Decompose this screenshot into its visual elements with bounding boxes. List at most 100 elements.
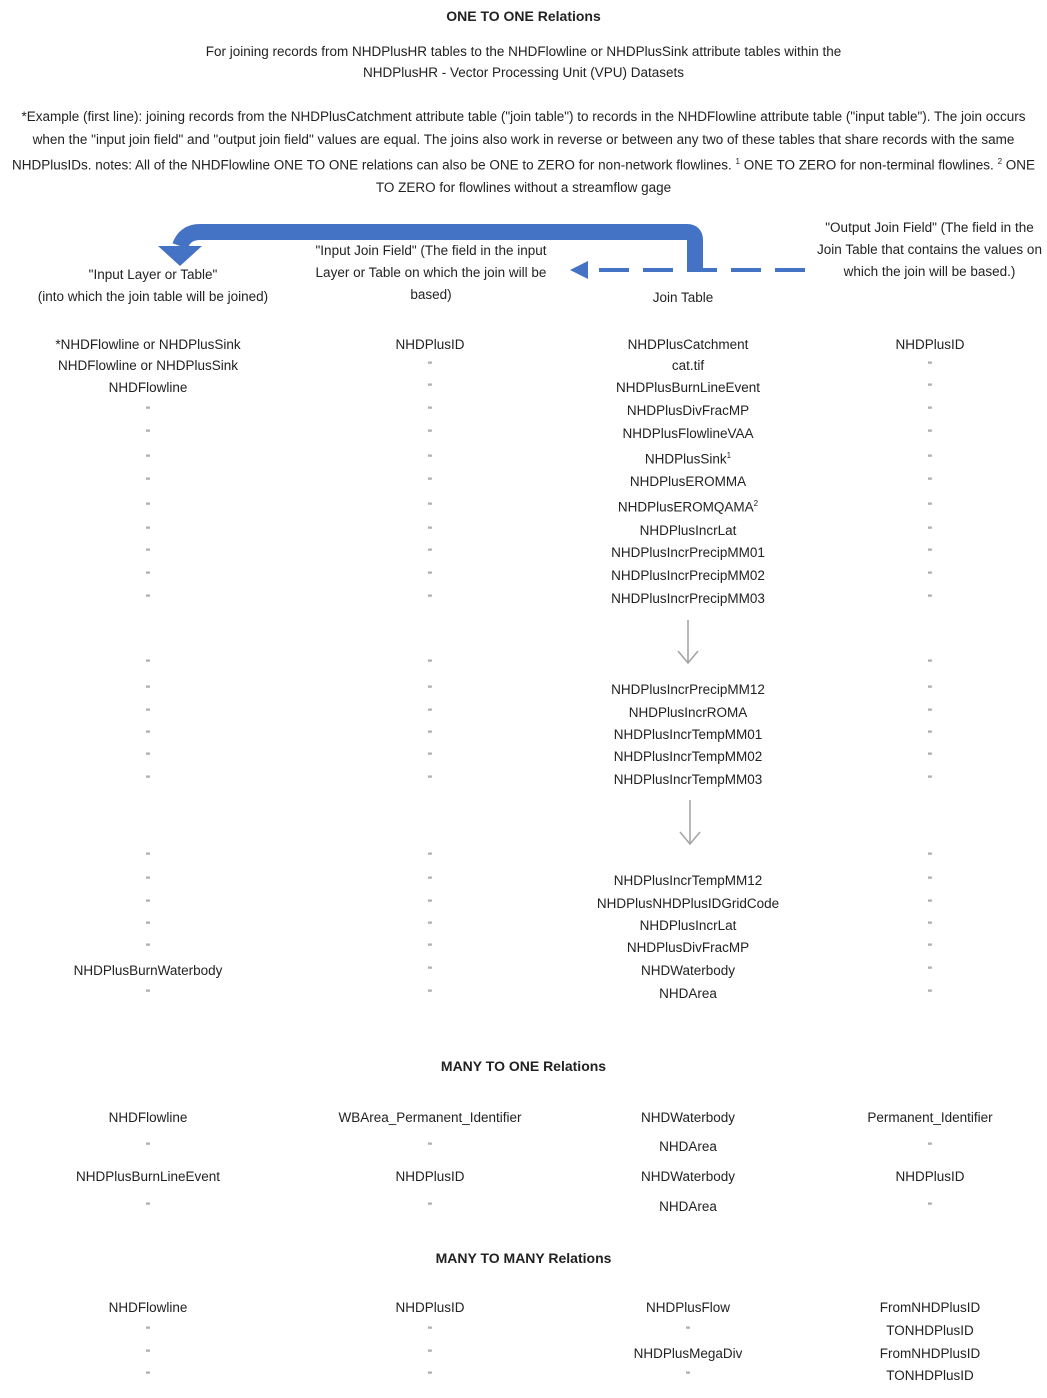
row-out-cell: " [928, 405, 932, 417]
row-input-cell: " [146, 658, 150, 670]
cell-text: " [428, 875, 432, 887]
cell-text: " [428, 1325, 432, 1337]
row-field-cell: NHDPlusID [395, 337, 464, 352]
cell-text: " [928, 547, 932, 559]
row-join-cell: NHDPlusIncrROMA [629, 705, 748, 720]
cell-text: " [928, 405, 932, 417]
cell-text: NHDPlusCatchment [627, 337, 749, 352]
cell-text: " [928, 658, 932, 670]
cell-text: " [146, 875, 150, 887]
cell-text: NHDPlusID [895, 337, 965, 352]
cell-text: " [428, 593, 432, 605]
row-input-cell: NHDFlowline [109, 1110, 188, 1125]
row-input-cell: " [146, 920, 150, 932]
cell-text: " [146, 920, 150, 932]
cell-text: " [428, 920, 432, 932]
cell-text: " [146, 501, 150, 513]
note1-text: ONE TO ZERO for non-terminal flowlines. [739, 157, 998, 173]
row-join-cell: NHDPlusBurnLineEvent [616, 380, 760, 395]
cell-text: " [146, 988, 150, 1000]
row-field-cell: " [428, 501, 432, 513]
cell-text: TONHDPlusID [886, 1368, 974, 1383]
row-field-cell: " [428, 525, 432, 537]
many-to-many-title: MANY TO MANY Relations [435, 1250, 612, 1266]
row-field-cell: " [428, 405, 432, 417]
row-field-cell: " [428, 428, 432, 440]
row-field-cell: " [428, 453, 432, 465]
cell-text: NHDPlusID [395, 1300, 465, 1315]
cell-text: " [686, 1370, 690, 1382]
cell-text: NHDPlusFlowlineVAA [622, 426, 754, 441]
cell-text: " [146, 428, 150, 440]
row-join-cell: NHDPlusIncrPrecipMM01 [611, 545, 765, 560]
row-input-cell: NHDPlusBurnWaterbody [74, 963, 223, 978]
row-out-cell: " [928, 570, 932, 582]
row-field-cell: NHDPlusID [395, 1169, 464, 1184]
row-out-cell: " [928, 875, 932, 887]
row-out-cell: " [928, 428, 932, 440]
row-field-cell: WBArea_Permanent_Identifier [338, 1110, 521, 1125]
cell-text: " [146, 751, 150, 763]
cell-text: " [928, 942, 932, 954]
cell-text: " [428, 751, 432, 763]
row-join-cell: NHDPlusIncrLat [640, 523, 737, 538]
row-join-cell: NHDWaterbody [641, 1169, 735, 1184]
row-out-cell: " [928, 965, 932, 977]
row-join-cell: NHDPlusMegaDiv [634, 1346, 743, 1361]
row-join-cell: cat.tif [672, 358, 704, 373]
row-out-cell: " [928, 525, 932, 537]
cell-text: " [428, 525, 432, 537]
cell-text: " [428, 476, 432, 488]
cell-text: " [146, 476, 150, 488]
cell-text: " [428, 942, 432, 954]
note1-mark: 1 [735, 157, 740, 166]
cell-text: " [146, 942, 150, 954]
cell-text: " [928, 428, 932, 440]
footnote-mark: 2 [753, 499, 759, 508]
cell-text: NHDArea [659, 1139, 717, 1154]
cell-text: NHDPlusIncrPrecipMM03 [611, 591, 765, 606]
cell-text: " [146, 570, 150, 582]
row-input-cell: " [146, 1141, 150, 1153]
row-field-cell: " [428, 875, 432, 887]
many-to-one-title: MANY TO ONE Relations [440, 1058, 607, 1074]
row-join-cell: NHDPlusCatchment [628, 337, 749, 352]
row-field-cell: " [428, 1348, 432, 1360]
cell-text: " [928, 920, 932, 932]
cell-text: " [146, 1370, 150, 1382]
row-join-cell: NHDPlusDivFracMP [627, 940, 749, 955]
row-input-cell: " [146, 988, 150, 1000]
row-out-cell: FromNHDPlusID [880, 1300, 981, 1315]
cell-text: " [146, 593, 150, 605]
header-output-join-field: "Output Join Field" (The field in the Jo… [817, 220, 1042, 279]
row-out-cell: " [928, 382, 932, 394]
cell-text: " [928, 988, 932, 1000]
row-field-cell: " [428, 360, 432, 372]
cell-text: " [428, 965, 432, 977]
cell-text: NHDArea [659, 986, 717, 1001]
row-field-cell: " [428, 476, 432, 488]
cell-text: " [428, 684, 432, 696]
cell-text: NHDPlusIncrLat [639, 523, 737, 538]
cell-text: NHDFlowline [108, 1300, 188, 1315]
row-field-cell: " [428, 898, 432, 910]
cell-text: " [146, 405, 150, 417]
cell-text: NHDPlusIncrLat [639, 918, 737, 933]
cell-text: NHDPlusIncrTempMM12 [613, 873, 763, 888]
cell-text: NHDPlusDivFracMP [626, 940, 750, 955]
row-field-cell: " [428, 1370, 432, 1382]
row-input-cell: " [146, 1201, 150, 1213]
cell-text: " [928, 851, 932, 863]
cell-text: NHDWaterbody [640, 1110, 736, 1125]
row-out-cell: " [928, 1141, 932, 1153]
cell-text: NHDPlusID [395, 337, 465, 352]
cell-text: NHDPlusDivFracMP [626, 403, 750, 418]
cell-text: " [428, 988, 432, 1000]
row-join-cell: NHDPlusIncrPrecipMM02 [611, 568, 765, 583]
row-field-cell: " [428, 1325, 432, 1337]
cell-text: " [928, 684, 932, 696]
row-join-cell: NHDArea [659, 1139, 717, 1154]
row-join-cell: NHDPlusEROMMA [630, 474, 746, 489]
cell-text: " [928, 570, 932, 582]
